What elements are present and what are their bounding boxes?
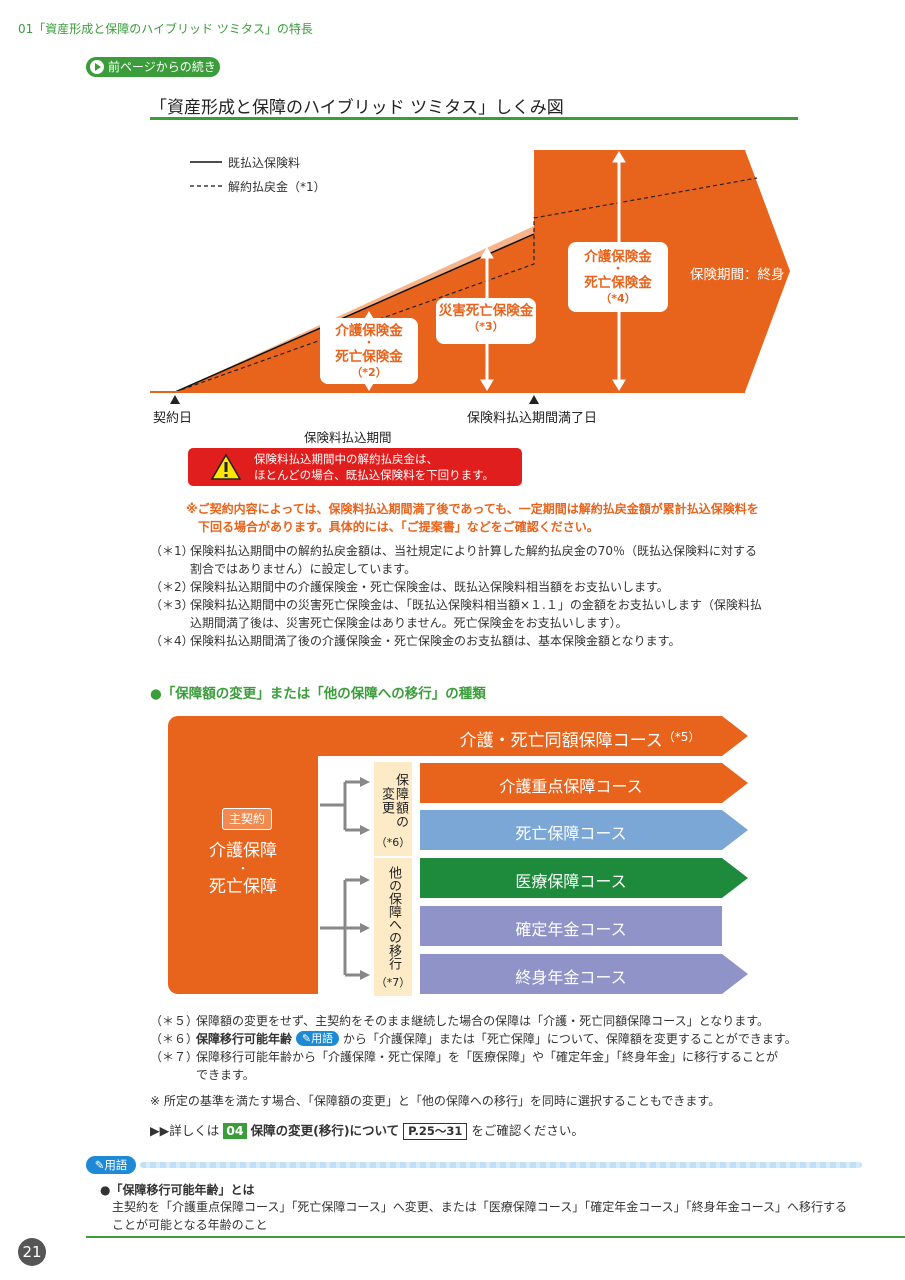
title-underline xyxy=(150,117,798,120)
legend-surrender: 解約払戻金（*1） xyxy=(228,180,326,194)
note-7-line-2: できます。 xyxy=(196,1068,255,1082)
payment-end-label: 保険料払込期間満了日 xyxy=(467,411,598,426)
pencil-icon: ✎ xyxy=(94,1158,105,1172)
premium-line xyxy=(174,233,535,393)
warning-line-2: ほとんどの場合、既払込保険料を下回ります。 xyxy=(254,468,495,482)
transfer-label-box: 他の保障への移行 （*7） xyxy=(374,858,412,996)
note-5-text: 保障額の変更をせず、主契約をそのまま継続した場合の保障は「介護・死亡同額保障コー… xyxy=(196,1014,770,1028)
course-label-5: 終身年金コース xyxy=(515,968,627,987)
glossary-line-2: ことが可能となる年齢のこと xyxy=(112,1218,268,1232)
glossary-line-1: 主契約を「介護重点保障コース」「死亡保障コース」へ変更、または「医療保障コース」… xyxy=(112,1200,848,1214)
caution-line-2: 下回る場合があります。具体的には、「ご提案書」などをご確認ください。 xyxy=(198,520,599,534)
note-2-line-1: 保険料払込期間中の介護保険金・死亡保険金は、既払込保険料相当額をお支払いします。 xyxy=(190,580,669,594)
note-7-line-1: 保障移行可能年齢から「介護保障・死亡保障」を「医療保障」や「確定年金」「終身年金… xyxy=(196,1050,779,1064)
note-1-line-2: 割合ではありません）に設定しています。 xyxy=(190,562,417,576)
reference-line: ▶▶詳しくは 04 保障の変更(移行)について P.25～31 をご確認ください… xyxy=(150,1123,584,1140)
course-arrow-5 xyxy=(420,954,748,994)
continue-label: 前ページからの続き xyxy=(108,60,216,74)
note-6-mark: （＊６） xyxy=(150,1032,199,1046)
note-3-mark: （＊3） xyxy=(150,598,194,612)
warning-banner: 保険料払込期間中の解約払戻金は、 ほとんどの場合、既払込保険料を下回ります。 xyxy=(188,448,522,486)
main-contract-label: 主契約 xyxy=(222,808,272,830)
note-3-line-1: 保険料払込期間中の災害死亡保険金は、「既払込保険料相当額×１.１」の金額をお支払… xyxy=(190,598,762,612)
course-label-2: 死亡保障コース xyxy=(515,824,627,843)
note-1-mark: （＊1） xyxy=(150,544,194,558)
chapter-badge: 04 xyxy=(223,1123,247,1139)
course-label-1: 介護重点保障コース xyxy=(499,777,643,796)
benefit-box-3: 介護保険金・死亡保険金（*4） xyxy=(568,242,668,312)
legend-premium: 既払込保険料 xyxy=(228,156,301,170)
glossary-divider xyxy=(140,1162,862,1168)
main-contract-box xyxy=(168,716,318,994)
note-6-text: 保障移行可能年齢 ✎用語 から「介護保障」または「死亡保障」について、保障額を変… xyxy=(196,1031,797,1046)
diagram-title: 「資産形成と保障のハイブリッド ツミタス」しくみ図 xyxy=(150,98,564,118)
top-course-arrow xyxy=(318,716,748,756)
benefit-box-2: 災害死亡保険金（*3） xyxy=(436,298,536,344)
course-arrow-3 xyxy=(420,858,748,898)
course-label-3: 医療保障コース xyxy=(515,872,627,891)
top-course-label: 介護・死亡同額保障コース（*5） xyxy=(459,730,701,751)
change-label-box: 保障額の変更 （*6） xyxy=(374,762,412,856)
start-marker xyxy=(170,395,180,404)
coverage-period-label: 保険期間：終身 xyxy=(690,267,785,283)
warning-icon xyxy=(210,453,242,480)
payment-period-label: 保険料払込期間 xyxy=(300,427,396,446)
contract-date-label: 契約日 xyxy=(153,411,193,426)
footer-line xyxy=(86,1236,905,1238)
course-diagram xyxy=(318,716,748,994)
benefit-box-1: 介護保険金・死亡保険金（*2） xyxy=(320,318,418,384)
page-header: 01「資産形成と保障のハイブリッド ツミタス」の特長 xyxy=(18,22,313,36)
mechanism-diagram xyxy=(150,150,790,404)
warning-line-1: 保険料払込期間中の解約払戻金は、 xyxy=(254,452,438,466)
note-3-line-2: 込期間満了後は、災害死亡保険金はありません。死亡保険金をお支払いします）。 xyxy=(190,616,628,630)
end-marker xyxy=(529,395,539,404)
note-4-mark: （＊4） xyxy=(150,634,194,648)
course-arrow-1 xyxy=(420,763,748,803)
note-star: ※ 所定の基準を満たす場合、「保障額の変更」と「他の保障への移行」を同時に選択す… xyxy=(150,1094,721,1108)
glossary-badge: ✎用語 xyxy=(86,1156,136,1174)
pencil-icon: ✎ xyxy=(301,1032,312,1045)
continue-badge: 前ページからの続き xyxy=(86,57,220,77)
note-2-mark: （＊2） xyxy=(150,580,194,594)
caution-line-1: ※ご契約内容によっては、保険料払込期間満了後であっても、一定期間は解約払戻金額が… xyxy=(186,502,759,516)
glossary-term: ●「保障移行可能年齢」とは xyxy=(100,1183,255,1197)
course-arrow-2 xyxy=(420,810,748,850)
main-contract-text: 介護保障 ・ 死亡保障 xyxy=(209,841,277,897)
course-label-4: 確定年金コース xyxy=(515,920,627,939)
note-5-mark: （＊５） xyxy=(150,1014,199,1028)
note-1-line-1: 保険料払込期間中の解約払戻金額は、当社規定により計算した解約払戻金の70％（既払… xyxy=(190,544,758,558)
page-ref-badge: P.25～31 xyxy=(403,1123,468,1140)
play-icon xyxy=(90,60,104,74)
note-4-line-1: 保険料払込期間満了後の介護保険金・死亡保険金のお支払額は、基本保険金額となります… xyxy=(190,634,681,648)
glossary-tag: ✎用語 xyxy=(295,1031,340,1046)
section2-title: ●「保障額の変更」または「他の保障への移行」の種類 xyxy=(150,686,486,702)
page-number: 21 xyxy=(18,1238,46,1266)
course-box-4 xyxy=(420,906,722,946)
note-7-mark: （＊７） xyxy=(150,1050,199,1064)
connector-arrows xyxy=(320,777,370,980)
